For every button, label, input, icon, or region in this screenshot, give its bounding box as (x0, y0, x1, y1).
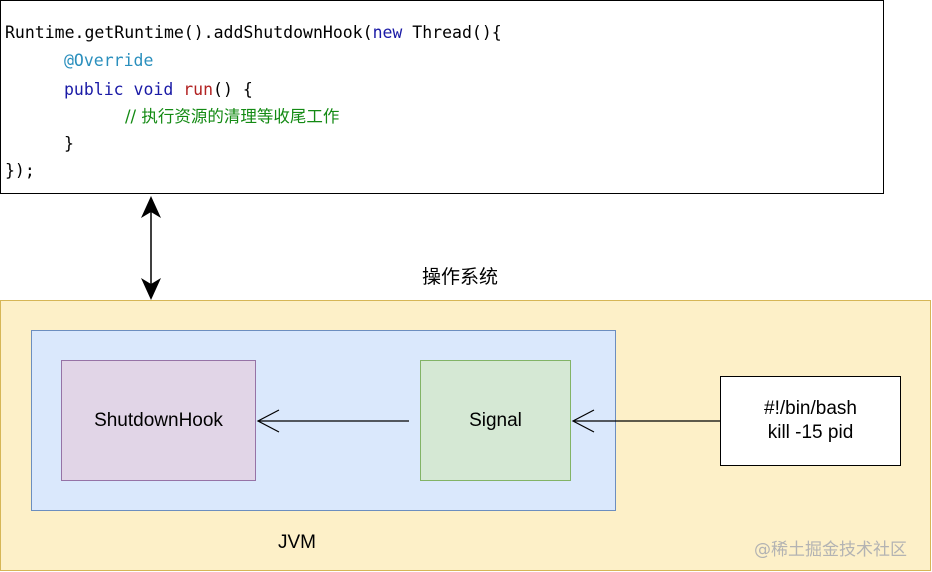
watermark: @稀土掘金技术社区 (754, 540, 907, 560)
code-line-2: @Override (64, 51, 154, 70)
code-block: Runtime.getRuntime().addShutdownHook(new… (0, 0, 884, 194)
os-label: 操作系统 (422, 266, 499, 288)
signal-to-hook-arrow (256, 409, 409, 433)
signal-label: Signal (469, 409, 522, 431)
shutdown-hook-node: ShutdownHook (61, 360, 256, 481)
bidirectional-arrow (141, 196, 161, 300)
script-line-1: #!/bin/bash (764, 398, 857, 419)
code-line-1: Runtime.getRuntime().addShutdownHook(new… (5, 23, 502, 42)
jvm-label: JVM (278, 532, 316, 553)
code-line-5: } (64, 134, 74, 153)
code-line-3: public void run() { (64, 80, 253, 99)
bash-script-node: #!/bin/bash kill -15 pid (720, 376, 901, 466)
code-line-6: }); (5, 161, 35, 180)
script-line-2: kill -15 pid (767, 422, 854, 443)
shutdown-hook-label: ShutdownHook (94, 409, 223, 431)
signal-node: Signal (420, 360, 571, 481)
script-to-signal-arrow (571, 409, 720, 433)
code-line-4: // 执行资源的清理等收尾工作 (125, 107, 340, 126)
